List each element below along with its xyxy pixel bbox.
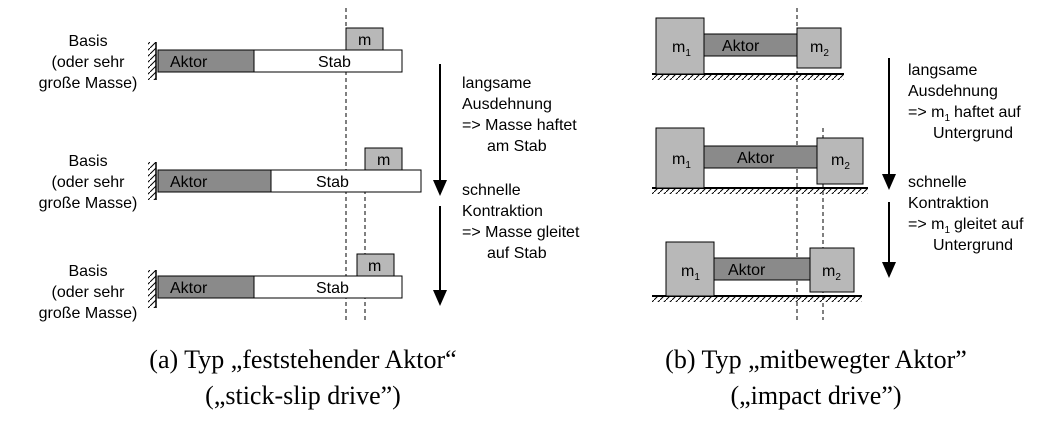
step1-line2: Ausdehnung xyxy=(462,96,552,113)
m1-label: m1 xyxy=(672,39,691,59)
down-arrow-2 xyxy=(882,202,896,278)
down-arrow-1 xyxy=(882,58,896,190)
m1-label: m1 xyxy=(681,263,700,283)
basis-label-line1: Basis xyxy=(68,153,107,170)
step1-line4: Untergrund xyxy=(933,125,1013,142)
basis-label-line3: große Masse) xyxy=(39,195,138,212)
caption-b-line1: (b) Typ „mitbewegter Aktor” xyxy=(665,345,967,374)
mass-block xyxy=(356,253,395,277)
impact-row-1: m1 Aktor m2 xyxy=(652,17,844,80)
down-arrow-2 xyxy=(433,206,447,306)
stick-slip-row-2: Basis (oder sehr große Masse) Aktor Stab… xyxy=(39,147,422,212)
aktor-label: Aktor xyxy=(170,174,208,191)
aktor-label: Aktor xyxy=(170,280,208,297)
caption-b-line2: („impact drive”) xyxy=(730,381,901,410)
step1-line2: Ausdehnung xyxy=(908,83,998,100)
step2-line4: auf Stab xyxy=(487,245,547,262)
basis-label-line1: Basis xyxy=(68,33,107,50)
stab-rod xyxy=(270,169,422,193)
step1-line3: => Masse haftet xyxy=(462,117,577,134)
basis-label-line3: große Masse) xyxy=(39,75,138,92)
ground-hatch xyxy=(652,188,868,194)
stick-slip-row-3: Basis (oder sehr große Masse) Aktor Stab… xyxy=(39,253,403,322)
basis-label-line2: (oder sehr xyxy=(52,54,126,71)
step2-line1: schnelle xyxy=(908,174,967,191)
mass-label: m xyxy=(358,32,371,49)
base-hatch xyxy=(148,162,156,200)
stab-rod xyxy=(253,49,403,73)
m1-block xyxy=(655,17,705,75)
mass-block xyxy=(345,27,384,51)
m2-block xyxy=(816,137,864,185)
mass-block xyxy=(364,147,403,171)
aktor-label: Aktor xyxy=(737,150,775,167)
basis-label-line3: große Masse) xyxy=(39,305,138,322)
base-hatch xyxy=(148,42,156,80)
impact-row-2: m1 Aktor m2 xyxy=(652,127,868,194)
basis-label-line2: (oder sehr xyxy=(52,284,126,301)
m2-label: m2 xyxy=(822,263,841,283)
right-panel: m1 Aktor m2 m1 Aktor m2 m1 Aktor m2 xyxy=(652,8,1024,410)
step1-line1: langsame xyxy=(908,62,977,79)
caption-a-line2: („stick-slip drive”) xyxy=(205,381,401,410)
stab-label: Stab xyxy=(316,174,349,191)
stick-slip-row-1: Basis (oder sehr große Masse) Aktor Stab… xyxy=(39,27,403,92)
aktor-label: Aktor xyxy=(170,54,208,71)
down-arrow-1 xyxy=(433,64,447,196)
m1-label: m1 xyxy=(672,151,691,171)
stab-rod xyxy=(253,275,403,299)
m1-block xyxy=(655,127,705,189)
m1-block xyxy=(665,241,715,297)
m2-block xyxy=(809,247,855,293)
m2-block xyxy=(796,27,842,69)
step2-line4: Untergrund xyxy=(933,237,1013,254)
ground-hatch xyxy=(652,296,862,302)
caption-a-line1: (a) Typ „feststehender Aktor“ xyxy=(149,345,456,374)
ground-hatch xyxy=(652,74,844,80)
mass-label: m xyxy=(377,152,390,169)
base-hatch xyxy=(148,270,156,308)
impact-row-3: m1 Aktor m2 xyxy=(652,241,862,302)
step2-line2: Kontraktion xyxy=(462,203,543,220)
step2-line3: => Masse gleitet xyxy=(462,224,580,241)
stab-label: Stab xyxy=(316,280,349,297)
step1-line1: langsame xyxy=(462,75,531,92)
step2-line2: Kontraktion xyxy=(908,195,989,212)
stab-label: Stab xyxy=(318,54,351,71)
basis-label-line1: Basis xyxy=(68,263,107,280)
left-panel: Basis (oder sehr große Masse) Aktor Stab… xyxy=(39,8,580,410)
mass-label: m xyxy=(368,258,381,275)
basis-label-line2: (oder sehr xyxy=(52,174,126,191)
aktor-label: Aktor xyxy=(728,262,766,279)
m2-label: m2 xyxy=(831,152,850,172)
step1-line4: am Stab xyxy=(487,138,547,155)
m2-label: m2 xyxy=(810,39,829,59)
aktor-label: Aktor xyxy=(722,38,760,55)
step2-line1: schnelle xyxy=(462,182,521,199)
